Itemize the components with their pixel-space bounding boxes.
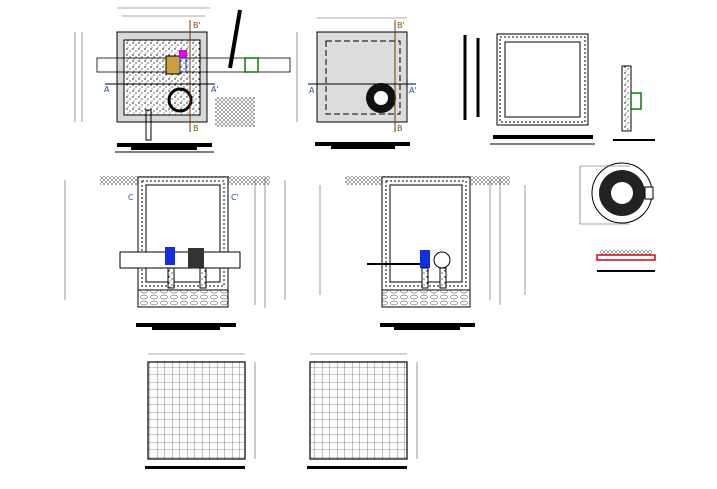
cover-outline <box>596 254 656 261</box>
plan-view-cover: A A' B' B <box>296 17 417 149</box>
meter <box>165 55 181 75</box>
section-b-b <box>319 176 526 330</box>
view-subtitle-bar <box>331 146 395 149</box>
section-a-a: C C' <box>64 176 286 330</box>
dimension-lines <box>64 178 286 308</box>
view-title-bar <box>597 270 655 272</box>
grating-mesh <box>147 361 246 460</box>
valve <box>165 247 175 265</box>
dimension-lines <box>148 353 256 459</box>
manhole-cover-section <box>596 250 656 272</box>
view-title-bar <box>136 323 236 327</box>
view-subtitle-bar <box>131 147 197 150</box>
pipe-support <box>199 267 207 289</box>
manhole-cover-center <box>374 91 388 105</box>
coupling <box>244 57 259 73</box>
view-title-bar <box>307 466 407 469</box>
pipe-support <box>167 267 175 289</box>
dimension-lines <box>579 165 630 225</box>
section-marker-a-prime-2: A' <box>409 86 417 95</box>
view-title-bar <box>613 139 655 141</box>
view-subtitle-bar <box>394 327 460 330</box>
view-title-bar <box>145 466 245 469</box>
gravel-base <box>137 289 229 308</box>
chamber-floor <box>123 39 201 116</box>
view-title-bar <box>315 142 410 146</box>
view-title-bar <box>117 143 212 147</box>
rebar-line <box>141 180 225 287</box>
fitting <box>179 50 187 58</box>
wall-inner-outline <box>504 41 581 118</box>
hidden-chamber-outline <box>325 40 401 115</box>
meter <box>188 248 204 268</box>
cover-body <box>600 250 652 255</box>
drain-pipe <box>145 109 152 141</box>
view-title-bar <box>380 323 475 327</box>
wall-outer-outline <box>496 33 589 126</box>
wall-section <box>621 65 632 132</box>
pipe-support <box>421 267 429 289</box>
section-marker-b: B <box>193 124 199 133</box>
gravel-base <box>381 289 471 308</box>
dimension-lines <box>310 353 418 459</box>
chamber-outer-wall <box>137 176 229 291</box>
valve <box>179 57 187 73</box>
wall-detail <box>613 65 655 141</box>
chamber-inner-wall <box>145 184 221 283</box>
manhole-cover <box>167 87 193 113</box>
section-marker-a-prime: A' <box>211 85 219 94</box>
view-title-bar <box>493 135 593 139</box>
dimension-lines <box>463 35 480 120</box>
view-subtitle-bar <box>152 327 220 330</box>
valve-handle <box>228 9 242 69</box>
rebar-line <box>499 36 586 123</box>
cover-hinge <box>644 186 654 200</box>
dimension-lines <box>296 17 407 122</box>
section-marker-b-prime-2: B' <box>397 21 405 30</box>
section-marker-a: A <box>104 85 110 94</box>
valve <box>420 250 430 268</box>
reinforcement-plan <box>463 33 595 145</box>
cover-center <box>611 182 633 204</box>
pipe <box>119 251 241 269</box>
legend-notes <box>215 97 255 127</box>
manhole-cover-plan <box>579 162 654 225</box>
section-marker-b-prime: B' <box>193 21 201 30</box>
plan-view-with-piping: A A' B' B <box>74 7 291 153</box>
dimension-lines <box>74 7 210 122</box>
pipe-sleeve <box>630 92 642 110</box>
slab-outline <box>316 31 408 123</box>
grating-plan-1 <box>145 353 256 469</box>
grating-mesh <box>309 361 408 460</box>
pipe <box>96 57 291 73</box>
pipe-support <box>439 267 447 289</box>
section-marker-c-prime: C' <box>231 193 239 202</box>
section-marker-a-2: A <box>309 86 315 95</box>
section-marker-c: C <box>128 193 134 202</box>
grating-plan-2 <box>307 353 418 469</box>
section-marker-b-2: B <box>397 124 403 133</box>
dimension-lines <box>319 178 526 305</box>
